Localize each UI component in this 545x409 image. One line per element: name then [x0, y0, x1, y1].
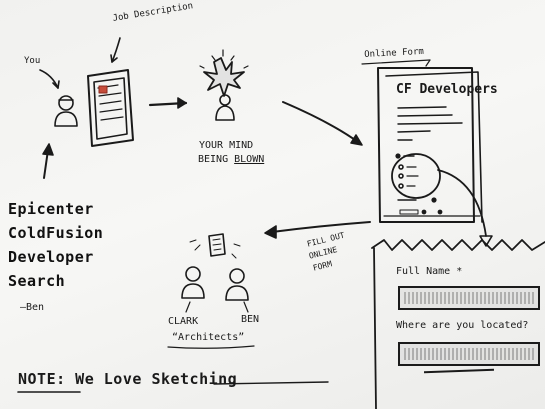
architects-label: “Architects” [172, 332, 245, 343]
mind-blown-line2: BEING [198, 154, 229, 165]
title-line-3: Developer [8, 248, 94, 266]
mind-blown-emphasis: BLOWN [234, 154, 265, 165]
title-line-4: Search [8, 272, 66, 290]
person-you-icon [54, 95, 78, 127]
form-title: CF Developers [396, 82, 498, 97]
location-field [398, 342, 540, 366]
mind-blown-line1: YOUR MIND [199, 140, 254, 151]
mind-blown-icon [199, 49, 249, 121]
zoom-arrow [437, 169, 487, 237]
arrow-mind-to-form [282, 101, 359, 143]
where-located-label: Where are you located? [396, 320, 529, 331]
enlarged-form-panel [371, 239, 545, 409]
arrow-form-to-architects [271, 221, 371, 233]
job-description-document-icon [87, 69, 134, 147]
person-clark-icon [181, 266, 205, 299]
note-prefix: NOTE [18, 370, 57, 388]
ben-label: BEN [241, 314, 260, 325]
title-line-1: Epicenter [8, 200, 94, 218]
job-description-arrow [111, 37, 121, 63]
submission-document-icon [208, 233, 226, 257]
title-line-2: ColdFusion [8, 224, 104, 242]
note-emphasis: Sketching [151, 370, 238, 388]
person-ben-icon [225, 268, 249, 301]
signature: —Ben [20, 302, 45, 313]
online-form-sketch [377, 67, 483, 223]
full-name-field [398, 286, 540, 310]
full-name-label: Full Name * [396, 266, 463, 277]
clark-label: CLARK [168, 316, 199, 327]
mind-blown-line2-wrap: BEING BLOWN [198, 154, 264, 165]
note-line: NOTE: We Love Sketching [18, 370, 237, 388]
you-label: You [24, 56, 41, 66]
note-text: : We Love [56, 370, 142, 388]
